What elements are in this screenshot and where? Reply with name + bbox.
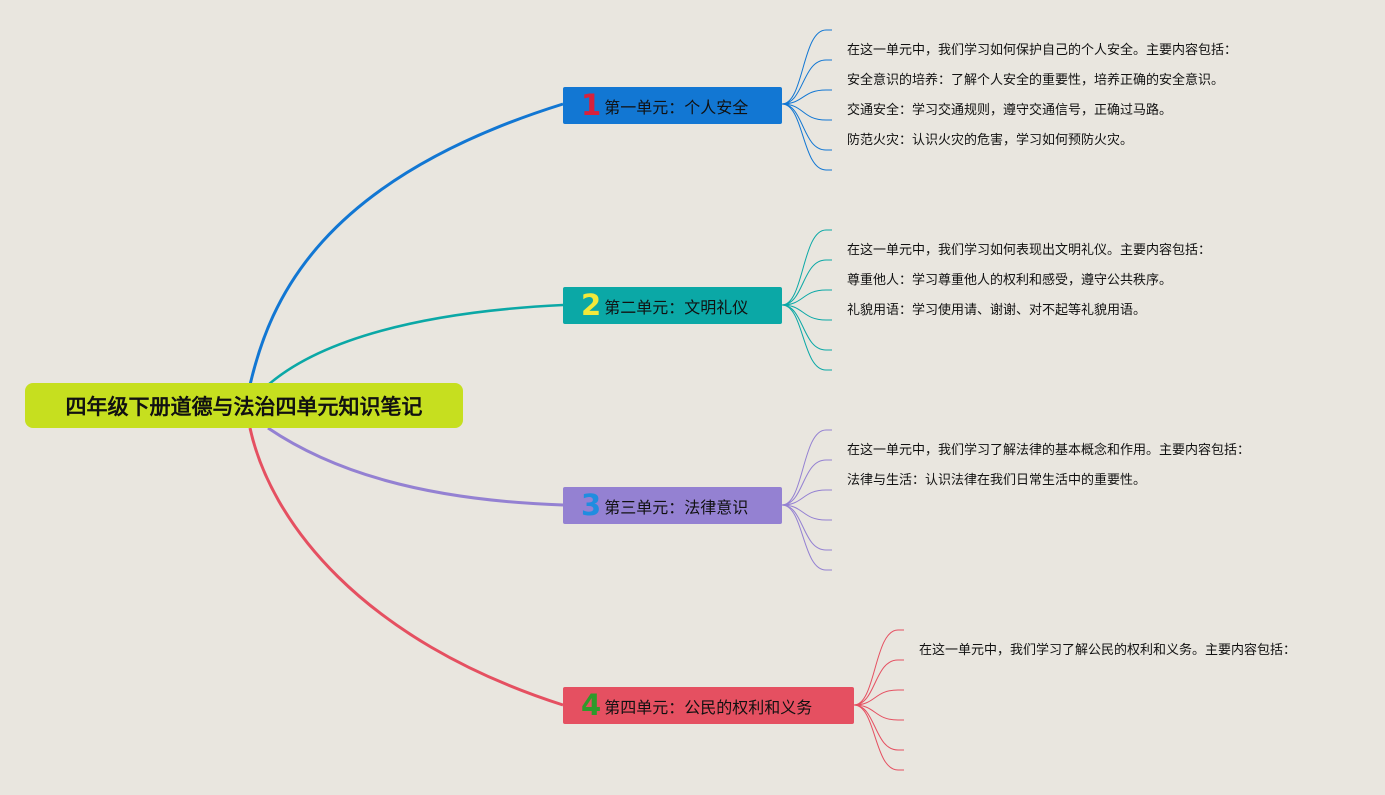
leaf-connector <box>781 259 832 306</box>
leaf-connector <box>781 89 832 105</box>
unit-4-label: 第四单元：公民的权利和义务 <box>604 697 813 717</box>
leaf-connector <box>853 704 904 771</box>
leaf-connector <box>781 504 832 571</box>
unit-1-note[interactable]: 交通安全：学习交通规则，遵守交通信号，正确过马路。 <box>847 103 1173 118</box>
leaf-connector <box>781 504 832 551</box>
leaf-connector <box>781 289 832 306</box>
leaf-connector <box>781 103 832 151</box>
leaf-connector <box>853 689 904 706</box>
unit-2-topic[interactable]: 2 第二单元：文明礼仪 <box>563 287 782 324</box>
leaf-connector <box>853 629 904 706</box>
unit-3-label: 第三单元：法律意识 <box>604 497 749 517</box>
unit-1-note[interactable]: 在这一单元中，我们学习如何保护自己的个人安全。主要内容包括： <box>847 43 1238 58</box>
leaf-connector <box>853 704 904 721</box>
unit-4-topic[interactable]: 4 第四单元：公民的权利和义务 <box>563 687 854 724</box>
leaf-connector <box>781 304 832 321</box>
leaf-connector <box>781 459 832 506</box>
branch-unit-4 <box>248 427 564 707</box>
unit-2-note[interactable]: 礼貌用语：学习使用请、谢谢、对不起等礼貌用语。 <box>847 303 1147 318</box>
unit-2-number: 2 <box>581 288 602 322</box>
branch-unit-1 <box>248 102 564 386</box>
leaf-connector <box>781 489 832 506</box>
leaf-connector <box>781 429 832 506</box>
leaf-connector <box>781 504 832 521</box>
unit-3-topic[interactable]: 3 第三单元：法律意识 <box>563 487 782 524</box>
leaf-connector <box>781 103 832 121</box>
leaf-connector <box>781 229 832 306</box>
leaf-connector <box>853 659 904 706</box>
leaf-connector <box>853 704 904 751</box>
unit-1-note[interactable]: 安全意识的培养：了解个人安全的重要性，培养正确的安全意识。 <box>847 73 1225 88</box>
leaf-connector <box>781 59 832 105</box>
unit-1-topic[interactable]: 1 第一单元：个人安全 <box>563 87 782 124</box>
leaf-connector <box>781 304 832 351</box>
unit-3-note[interactable]: 在这一单元中，我们学习了解法律的基本概念和作用。主要内容包括： <box>847 443 1251 458</box>
root-topic-label: 四年级下册道德与法治四单元知识笔记 <box>65 394 423 419</box>
unit-4-note[interactable]: 在这一单元中，我们学习了解公民的权利和义务。主要内容包括： <box>919 643 1297 658</box>
unit-1-label: 第一单元：个人安全 <box>604 97 749 117</box>
leaf-connector <box>781 103 832 171</box>
unit-2-label: 第二单元：文明礼仪 <box>604 297 749 317</box>
unit-3-number: 3 <box>581 488 602 522</box>
unit-1-note[interactable]: 防范火灾：认识火灾的危害，学习如何预防火灾。 <box>847 133 1134 148</box>
unit-1-number: 1 <box>581 88 602 122</box>
unit-4-number: 4 <box>581 688 602 722</box>
unit-2-note[interactable]: 在这一单元中，我们学习如何表现出文明礼仪。主要内容包括： <box>847 243 1212 258</box>
branch-unit-2 <box>267 303 564 386</box>
unit-3-note[interactable]: 法律与生活：认识法律在我们日常生活中的重要性。 <box>847 473 1147 488</box>
unit-2-note[interactable]: 尊重他人：学习尊重他人的权利和感受，遵守公共秩序。 <box>847 273 1173 288</box>
leaf-connector <box>781 304 832 371</box>
branch-unit-3 <box>267 426 564 507</box>
leaf-connector <box>781 29 832 105</box>
root-topic[interactable]: 四年级下册道德与法治四单元知识笔记 <box>25 383 463 428</box>
